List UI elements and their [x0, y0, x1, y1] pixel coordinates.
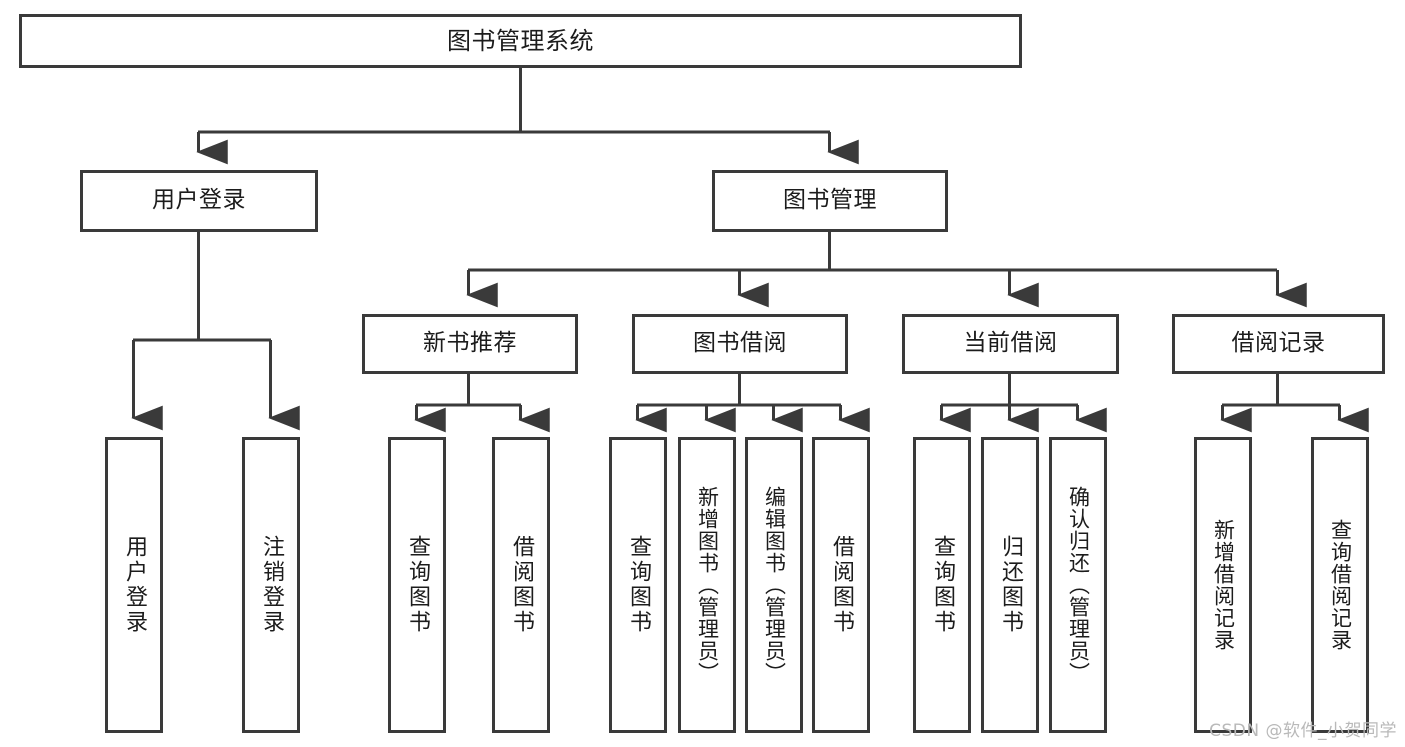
node-leaf-add-book[interactable]: 新增图书（管理员）: [678, 437, 736, 733]
node-book-manage-label: 图书管理: [783, 187, 877, 214]
node-leaf-add-book-label: 新增图书（管理员）: [695, 486, 720, 684]
csdn-watermark: CSDN @软件_小贺同学: [1209, 721, 1397, 741]
node-leaf-user-login[interactable]: 用户登录: [105, 437, 163, 733]
node-borrow-record-label: 借阅记录: [1231, 330, 1326, 357]
node-leaf-confirm-return-label: 确认归还（管理员）: [1066, 486, 1091, 684]
node-leaf-confirm-return[interactable]: 确认归还（管理员）: [1049, 437, 1107, 733]
node-leaf-query-record-label: 查询借阅记录: [1328, 519, 1353, 651]
node-leaf-borrow-book-2[interactable]: 借阅图书: [812, 437, 870, 733]
node-leaf-add-record-label: 新增借阅记录: [1211, 519, 1236, 651]
node-leaf-query-book-1[interactable]: 查询图书: [388, 437, 446, 733]
node-leaf-query-book-3-label: 查询图书: [930, 535, 955, 635]
node-new-book-rec[interactable]: 新书推荐: [362, 314, 578, 374]
node-leaf-edit-book-label: 编辑图书（管理员）: [762, 486, 787, 684]
node-root-label: 图书管理系统: [447, 26, 594, 55]
node-leaf-query-book-1-label: 查询图书: [405, 535, 430, 635]
node-leaf-query-book-2-label: 查询图书: [626, 535, 651, 635]
node-current-borrow-label: 当前借阅: [963, 330, 1058, 357]
node-leaf-return-book-label: 归还图书: [998, 535, 1023, 635]
node-leaf-query-record[interactable]: 查询借阅记录: [1311, 437, 1369, 733]
node-root[interactable]: 图书管理系统: [19, 14, 1022, 68]
node-leaf-return-book[interactable]: 归还图书: [981, 437, 1039, 733]
node-new-book-rec-label: 新书推荐: [423, 330, 517, 357]
node-leaf-borrow-book-2-label: 借阅图书: [829, 535, 854, 635]
node-leaf-logout[interactable]: 注销登录: [242, 437, 300, 733]
node-book-borrow-label: 图书借阅: [693, 330, 787, 357]
node-leaf-edit-book[interactable]: 编辑图书（管理员）: [745, 437, 803, 733]
node-user-login-label: 用户登录: [152, 187, 246, 214]
node-leaf-borrow-book-1[interactable]: 借阅图书: [492, 437, 550, 733]
node-leaf-query-book-2[interactable]: 查询图书: [609, 437, 667, 733]
node-leaf-query-book-3[interactable]: 查询图书: [913, 437, 971, 733]
node-leaf-borrow-book-1-label: 借阅图书: [509, 535, 534, 635]
node-borrow-record[interactable]: 借阅记录: [1172, 314, 1385, 374]
node-leaf-logout-label: 注销登录: [259, 535, 284, 635]
node-user-login[interactable]: 用户登录: [80, 170, 318, 232]
node-leaf-user-login-label: 用户登录: [122, 535, 147, 635]
node-current-borrow[interactable]: 当前借阅: [902, 314, 1119, 374]
node-book-manage[interactable]: 图书管理: [712, 170, 948, 232]
node-leaf-add-record[interactable]: 新增借阅记录: [1194, 437, 1252, 733]
node-book-borrow[interactable]: 图书借阅: [632, 314, 848, 374]
